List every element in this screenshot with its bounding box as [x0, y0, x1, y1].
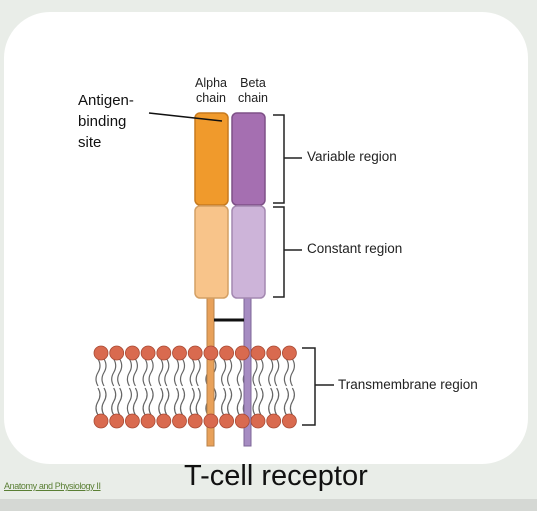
lipid-tail	[252, 387, 258, 416]
beta-constant-domain	[231, 205, 266, 299]
lipid-tail	[132, 358, 138, 387]
lipid-tail	[268, 358, 274, 387]
lipid-tail	[274, 387, 280, 416]
lipid-head	[140, 345, 156, 361]
antigen-site-pointer	[148, 112, 223, 122]
lipid-tail	[158, 358, 164, 387]
lipid-tail	[164, 387, 170, 416]
lipid-tail	[236, 387, 242, 416]
lipid-tail	[289, 387, 295, 416]
lipid-tail	[142, 387, 148, 416]
beta-variable-domain	[231, 112, 266, 206]
lipid-head	[266, 345, 282, 361]
lipid-tail	[164, 358, 170, 387]
lipid-head	[109, 413, 125, 429]
lipid-head	[281, 413, 297, 429]
lipid-tail	[148, 358, 154, 387]
lipid-tail	[236, 358, 242, 387]
lipid-tail	[111, 387, 117, 416]
lipid-head	[187, 413, 203, 429]
lipid-head	[203, 413, 219, 429]
lipid-tail	[227, 387, 233, 416]
lipid-tail	[289, 358, 295, 387]
lipid-tail	[148, 387, 154, 416]
beta-chain-label: Beta chain	[238, 76, 268, 105]
lipid-tail	[195, 358, 201, 387]
lipid-head	[124, 413, 140, 429]
lipid-tail	[126, 387, 132, 416]
lipid-head	[109, 345, 125, 361]
constant-region-label: Constant region	[307, 241, 403, 256]
lipid-head	[219, 413, 235, 429]
lipid-tail	[101, 387, 107, 416]
lipid-tail	[274, 358, 280, 387]
lipid-tail	[179, 358, 186, 387]
lipid-tails	[95, 358, 295, 416]
lipid-head	[234, 345, 250, 361]
lipid-tail	[221, 387, 227, 416]
lipid-tail	[189, 358, 195, 387]
lipid-head	[234, 413, 250, 429]
lipid-tail	[117, 358, 123, 387]
lipid-tail	[117, 387, 123, 416]
lipid-tail	[158, 387, 164, 416]
antigen-binding-site-label: Antigen- binding site	[78, 92, 134, 151]
lipid-tail	[258, 358, 264, 387]
lipid-head	[187, 345, 203, 361]
lipid-head	[250, 413, 266, 429]
lipid-tail	[101, 358, 107, 387]
lipid-tail	[283, 358, 289, 387]
bottom-bar	[0, 499, 537, 511]
lipid-head	[140, 413, 156, 429]
alpha-variable-domain	[194, 112, 229, 206]
lipid-head	[93, 413, 109, 429]
diagram-card	[4, 12, 528, 464]
course-link[interactable]: Anatomy and Physiology II	[4, 481, 101, 491]
lipid-heads	[93, 345, 297, 429]
lipid-head	[156, 345, 172, 361]
lipid-tail	[283, 387, 289, 416]
lipid-head	[250, 345, 266, 361]
lipid-head	[172, 413, 187, 429]
slide-title: T-cell receptor	[184, 460, 368, 492]
lipid-tail	[173, 358, 180, 387]
alpha-constant-domain	[194, 205, 229, 299]
lipid-head	[156, 413, 172, 429]
lipid-tail	[189, 387, 195, 416]
lipid-tail	[126, 358, 132, 387]
lipid-tail	[221, 358, 227, 387]
lipid-head	[93, 345, 109, 361]
lipid-head	[281, 345, 297, 361]
lipid-tail	[173, 387, 180, 416]
lipid-tail	[195, 387, 201, 416]
constant-region-bracket	[273, 206, 302, 298]
lipid-head	[219, 345, 235, 361]
lipid-tail	[95, 358, 101, 387]
transmembrane-region-label: Transmembrane region	[338, 377, 478, 392]
lipid-tail	[179, 387, 186, 416]
lipid-tail	[252, 358, 258, 387]
lipid-tail	[111, 358, 117, 387]
lipid-tail	[268, 387, 274, 416]
lipid-head	[266, 413, 282, 429]
lipid-head	[203, 345, 219, 361]
transmembrane-region-bracket	[302, 347, 334, 426]
lipid-head	[124, 345, 140, 361]
lipid-tail	[95, 387, 101, 416]
variable-region-label: Variable region	[307, 149, 397, 164]
variable-region-bracket	[273, 114, 302, 204]
lipid-tail	[258, 387, 264, 416]
lipid-tail	[132, 387, 138, 416]
lipid-tail	[142, 358, 148, 387]
lipid-tail	[227, 358, 233, 387]
alpha-chain-label: Alpha chain	[195, 76, 227, 105]
lipid-head	[172, 345, 187, 361]
